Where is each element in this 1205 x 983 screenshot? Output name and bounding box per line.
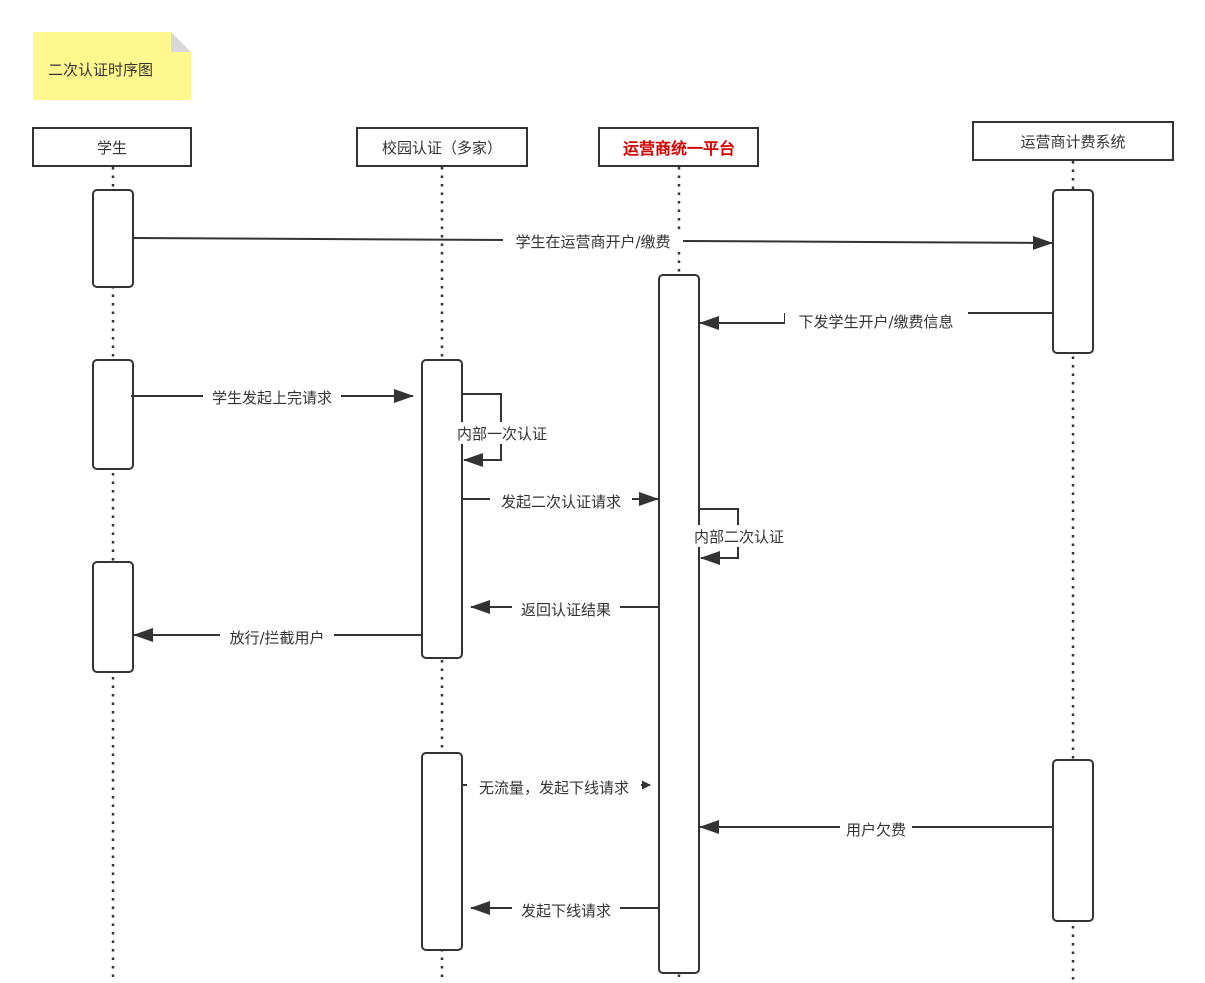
participants: 学生 校园认证（多家） 运营商统一平台 运营商计费系统 — [32, 121, 1174, 167]
message-m3-label: 学生发起上完请求 — [212, 389, 332, 407]
participant-student-label: 学生 — [97, 139, 127, 157]
message-m1-label: 学生在运营商开户/缴费 — [515, 233, 670, 251]
activation-student-2 — [92, 359, 134, 470]
message-labels: 学生在运营商开户/缴费 下发学生开户/缴费信息 学生发起上完请求 内部一次认证 … — [203, 230, 968, 921]
message-m2-label: 下发学生开户/缴费信息 — [798, 313, 953, 331]
message-m10-label: 用户欠费 — [846, 821, 906, 839]
participant-billing-label: 运营商计费系统 — [1020, 133, 1125, 151]
activation-billing-1 — [1052, 189, 1094, 354]
note-fold — [171, 32, 191, 52]
message-m11-label: 发起下线请求 — [521, 902, 611, 920]
activations — [92, 189, 1094, 974]
note-shape — [33, 32, 191, 100]
activation-campus-1 — [421, 359, 463, 659]
note-text: 二次认证时序图 — [48, 61, 153, 79]
lifelines — [111, 161, 1075, 983]
activation-billing-2 — [1052, 759, 1094, 922]
participant-platform-label: 运营商统一平台 — [623, 139, 735, 158]
message-m8-label: 放行/拦截用户 — [229, 629, 324, 647]
activation-student-1 — [92, 189, 134, 288]
activation-platform-1 — [658, 274, 700, 974]
participant-campus-label: 校园认证（多家） — [382, 139, 502, 157]
messages — [131, 235, 1053, 915]
title-note: 二次认证时序图 — [33, 32, 191, 100]
participant-campus: 校园认证（多家） — [356, 127, 528, 167]
participant-platform: 运营商统一平台 — [598, 127, 759, 167]
message-m5-label: 发起二次认证请求 — [501, 493, 621, 511]
participant-billing: 运营商计费系统 — [972, 121, 1174, 161]
activation-student-3 — [92, 561, 134, 673]
message-m4-label: 内部一次认证 — [457, 425, 547, 443]
message-m7-label: 返回认证结果 — [521, 601, 611, 619]
activation-campus-2 — [421, 752, 463, 951]
message-m6-label: 内部二次认证 — [694, 528, 784, 546]
participant-student: 学生 — [32, 127, 192, 167]
message-m9-label: 无流量，发起下线请求 — [479, 779, 629, 797]
